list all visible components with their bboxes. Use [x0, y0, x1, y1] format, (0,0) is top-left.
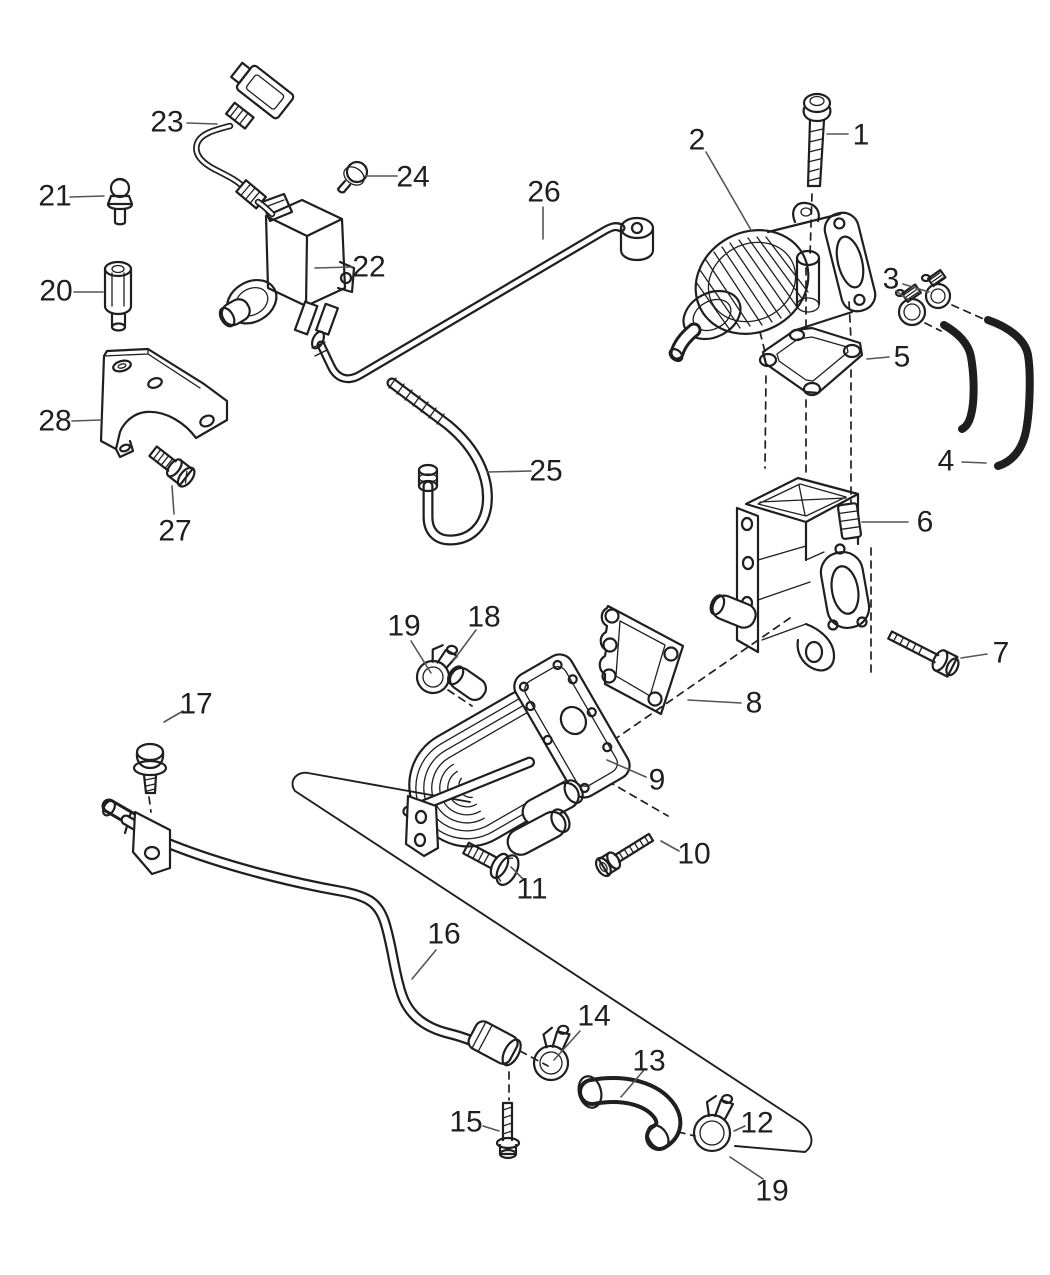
- gasket-part-5: [758, 326, 864, 397]
- callout-21: 21: [38, 180, 71, 213]
- leader-line-5: [866, 356, 890, 360]
- leader-line-21: [69, 195, 105, 198]
- vacuum-tube-part-25: [386, 377, 493, 546]
- callout-14: 14: [577, 1000, 610, 1033]
- water-tube-part-16: [101, 798, 522, 1067]
- leader-line-15: [482, 1125, 500, 1132]
- bolt-part-24: [336, 160, 369, 194]
- spring-clamp-part-18-19: [415, 644, 459, 695]
- leader-line-3: [902, 283, 930, 293]
- bolt-part-1: [802, 92, 832, 188]
- callout-labels: 1234567891011121314151617181919202122232…: [38, 106, 1009, 1208]
- callout-15: 15: [449, 1106, 482, 1139]
- tube-flange: [131, 810, 172, 876]
- callout-18: 18: [467, 601, 500, 634]
- spring-clamp-part-12: [692, 1093, 735, 1153]
- leader-line-17: [163, 710, 184, 723]
- leader-line-25: [486, 470, 532, 473]
- callout-19: 19: [755, 1175, 788, 1208]
- callout-16: 16: [427, 918, 460, 951]
- bolt-part-27: [148, 445, 196, 488]
- leader-line-18: [452, 629, 477, 662]
- leader-line-11: [510, 866, 526, 882]
- cooler-port-upper: [521, 779, 584, 826]
- spacer-part-20: [103, 260, 133, 332]
- leader-line-3: [895, 290, 910, 301]
- callout-9: 9: [649, 764, 666, 797]
- leader-line-28: [71, 419, 102, 422]
- leader-line-2: [705, 151, 752, 231]
- bolt-part-17: [132, 742, 168, 795]
- callout-10: 10: [677, 838, 710, 871]
- leader-line-10: [660, 840, 680, 852]
- ball-stud-part-21: [106, 177, 134, 226]
- leader-line-7: [960, 653, 988, 659]
- callout-27: 27: [158, 515, 191, 548]
- callout-1: 1: [853, 119, 870, 152]
- bolt-part-7: [887, 630, 960, 678]
- callout-17: 17: [179, 688, 212, 721]
- valve-rear-flange: [823, 211, 877, 313]
- callout-3: 3: [883, 263, 900, 296]
- routing-reference-line: [291, 771, 813, 1153]
- leader-line-19: [729, 1156, 764, 1180]
- egr-cooler-part-9: [402, 653, 631, 858]
- leader-line-9: [606, 759, 647, 778]
- spring-clamp-part-14: [532, 1024, 571, 1082]
- leader-line-22: [314, 266, 353, 269]
- leader-line-13: [620, 1069, 645, 1098]
- egr-housing-part-6: [709, 476, 871, 672]
- callout-22: 22: [352, 251, 385, 284]
- callout-11: 11: [516, 873, 547, 906]
- egr-valve-part-2: [668, 201, 877, 363]
- callout-13: 13: [632, 1045, 665, 1078]
- connector-part-23: [193, 61, 295, 218]
- housing-stub: [837, 502, 862, 540]
- steel-tube-part-26: [310, 216, 655, 384]
- tube-flared-end: [467, 1020, 522, 1067]
- callout-25: 25: [529, 455, 562, 488]
- bracket-part-28: [99, 347, 229, 459]
- screw-part-15: [495, 1101, 521, 1160]
- callout-2: 2: [689, 124, 706, 157]
- hose-part-13: [577, 1075, 683, 1151]
- callout-4: 4: [938, 445, 955, 478]
- screw-part-10: [594, 832, 655, 878]
- callout-8: 8: [746, 687, 763, 720]
- callout-19: 19: [387, 610, 420, 643]
- leader-line-4: [961, 461, 987, 464]
- hose-clamp-part-3: [894, 268, 952, 327]
- leader-line-8: [687, 699, 742, 704]
- cooler-bracket: [404, 794, 440, 858]
- leader-line-16: [411, 949, 437, 980]
- leader-line-19: [410, 640, 432, 674]
- callout-26: 26: [527, 176, 560, 209]
- callout-7: 7: [993, 637, 1010, 670]
- assembly-axis-lines: [148, 193, 989, 1137]
- leader-line-23: [186, 122, 218, 125]
- hose-part-4: [940, 316, 1034, 470]
- leader-line-12: [733, 1125, 746, 1132]
- gasket-part-8: [598, 604, 685, 716]
- callout-12: 12: [740, 1107, 773, 1140]
- solenoid-part-22: [218, 192, 356, 336]
- cooler-inlet-nipple: [447, 665, 488, 702]
- callout-6: 6: [917, 506, 934, 539]
- callout-23: 23: [150, 106, 183, 139]
- callout-24: 24: [396, 161, 429, 194]
- leader-line-27: [171, 485, 175, 515]
- leader-line-14: [553, 1030, 581, 1061]
- callout-20: 20: [39, 275, 72, 308]
- callout-5: 5: [894, 341, 911, 374]
- cooler-port-lower: [506, 808, 571, 856]
- callout-28: 28: [38, 405, 71, 438]
- bolt-part-11: [462, 841, 520, 886]
